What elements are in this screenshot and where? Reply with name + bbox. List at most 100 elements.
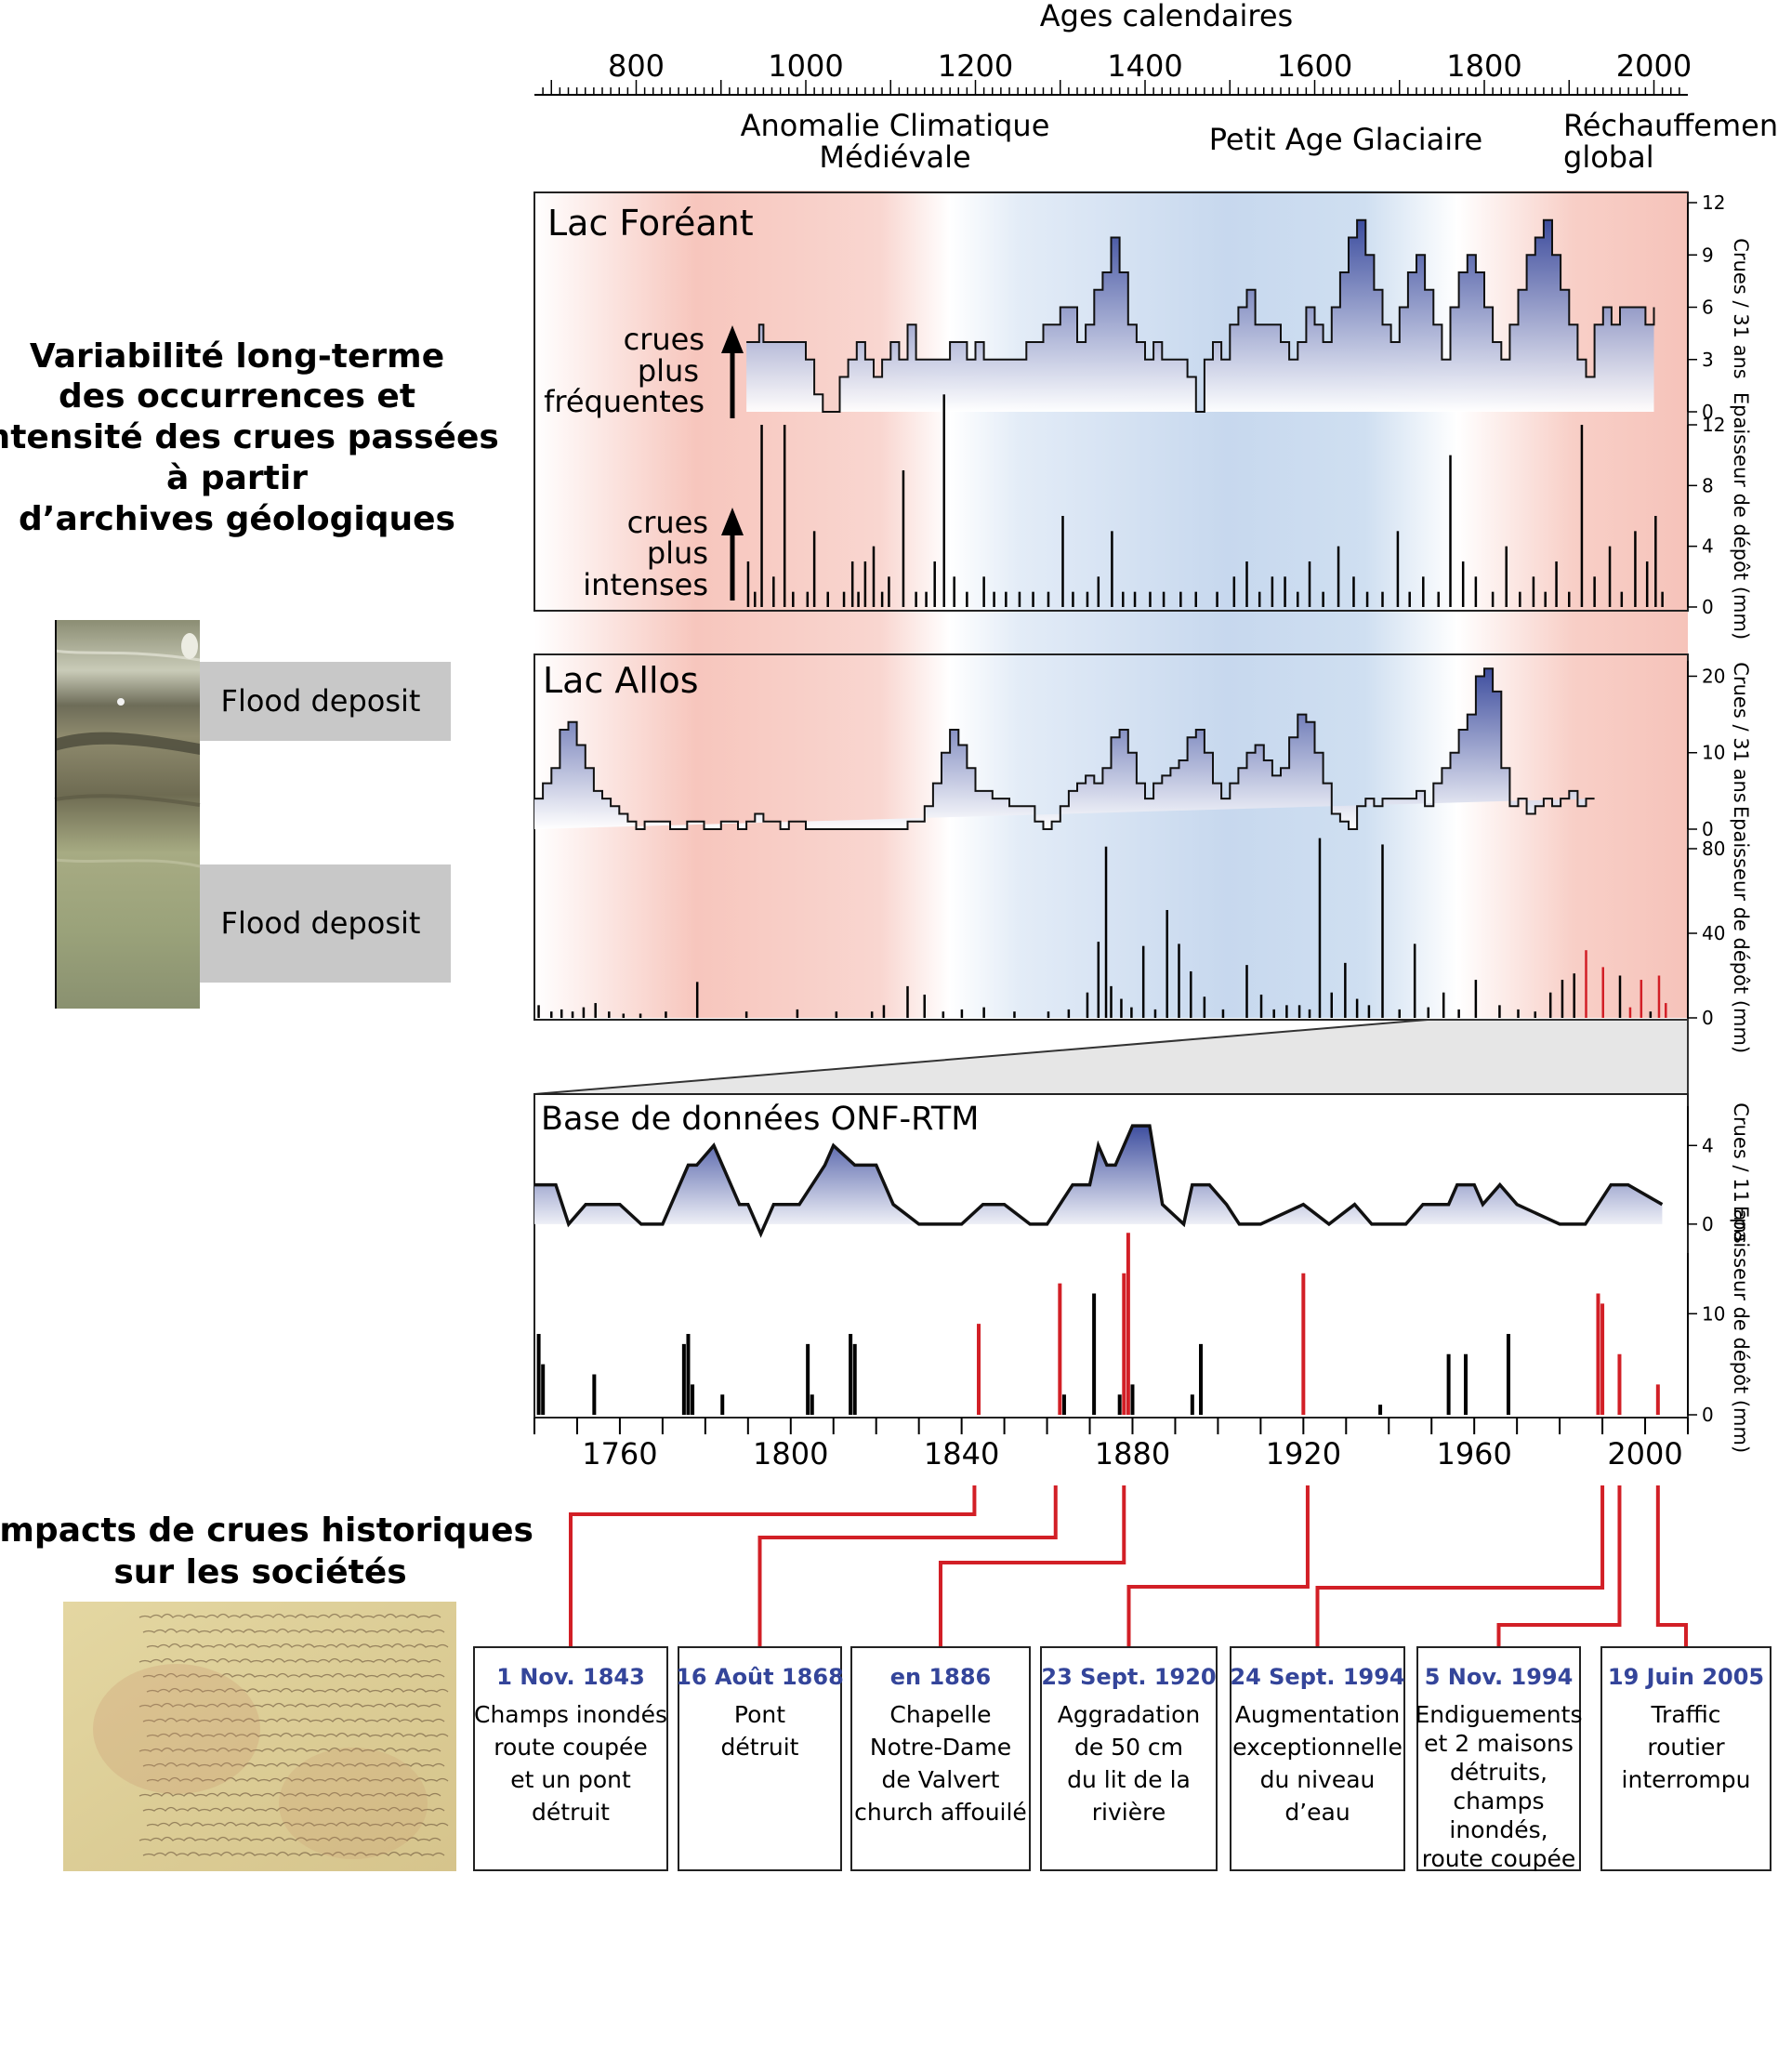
frequency-line [746, 218, 1655, 413]
deposit-bar [1398, 1009, 1401, 1018]
deposit-bar [1378, 1405, 1383, 1415]
right-axis-tick-label: 8 [1702, 474, 1714, 496]
handwriting-line [142, 1762, 445, 1767]
deposit-bar [1117, 1394, 1122, 1415]
panel-allos-frame [533, 653, 1689, 1021]
deposit-bar [1474, 576, 1478, 607]
deposit-bar [1104, 846, 1108, 1018]
handwriting-line [138, 1791, 441, 1797]
period-pag: Petit Age Glaciaire [1209, 122, 1482, 157]
deposit-bar [792, 591, 795, 607]
deposit-bar [691, 1384, 695, 1415]
bottom-axis-tick-label: 1920 [1266, 1436, 1341, 1472]
right-axis-tick-label: 0 [1702, 1213, 1714, 1235]
deposit-bar [1381, 844, 1384, 1018]
ylabel-onf-freq: Crues / 11 ans [1730, 1102, 1752, 1243]
flood-label-1: Flood deposit [221, 683, 421, 719]
sediment-core-image [54, 620, 201, 1009]
deposit-bar [1061, 1394, 1066, 1415]
deposit-bar [783, 425, 786, 607]
right-axis-tick-label: 0 [1702, 1404, 1714, 1426]
deposit-bar [1092, 1293, 1097, 1415]
deposit-bar [1072, 591, 1074, 607]
event-text-line: inondés, [1449, 1816, 1548, 1843]
deposit-bar [882, 1005, 886, 1018]
deposit-bar [888, 576, 890, 607]
annotation-intense-line2: plus [647, 535, 708, 571]
event-text-line: du niveau [1260, 1766, 1376, 1793]
deposit-bar [1178, 944, 1180, 1018]
event-text-line: détruits, [1450, 1759, 1548, 1786]
event-text-line: routier [1647, 1734, 1725, 1761]
handwriting-line [138, 1836, 441, 1841]
period-labels: Anomalie Climatique Médiévale Petit Age … [741, 108, 1778, 175]
event-connector-line [569, 1485, 977, 1647]
deposit-bar [923, 994, 926, 1018]
deposit-bar [1308, 1009, 1311, 1018]
impacts-title-line1: Impacts de crues historiques [0, 1511, 533, 1550]
deposit-bar [1555, 561, 1558, 607]
event-connectors [569, 1485, 1688, 1647]
deposit-bar [1149, 591, 1152, 607]
deposit-bar [1654, 516, 1657, 607]
deposit-bar [953, 576, 955, 607]
deposit-bar [796, 1009, 799, 1018]
deposit-bar [1427, 1007, 1430, 1018]
top-axis-tick-label: 1000 [768, 48, 843, 84]
historical-flood-bar [1301, 1273, 1306, 1415]
handwriting-line [142, 1717, 445, 1722]
ylabel-allos-freq: Crues / 31 ans [1730, 662, 1752, 802]
deposit-bar [537, 1005, 540, 1018]
allos-thickness-series [537, 838, 1667, 1018]
deposit-bar [812, 531, 816, 607]
handwriting-line [146, 1643, 449, 1648]
deposit-bar [1463, 1353, 1468, 1415]
deposit-bar [582, 1007, 586, 1018]
right-axis-tick-label: 0 [1702, 596, 1714, 618]
deposit-bar [1408, 591, 1411, 607]
bottom-axis-tick-label: 1880 [1095, 1436, 1170, 1472]
left-title-line3: intensité des crues passées [0, 418, 499, 456]
deposit-bar [1561, 980, 1564, 1018]
deposit-bar [1005, 591, 1008, 607]
deposit-bar [1018, 591, 1021, 607]
impacts-title-line2: sur les sociétés [113, 1553, 406, 1591]
historical-flood-bar [1596, 1293, 1600, 1415]
deposit-bar [1506, 1334, 1510, 1415]
historical-flood-bar [1600, 1303, 1605, 1415]
onf-frequency-series [534, 1124, 1664, 1238]
event-date: 24 Sept. 1994 [1230, 1664, 1404, 1690]
top-axis-title: Ages calendaires [1040, 0, 1293, 33]
deposit-bar [681, 1343, 686, 1415]
historical-flood-bar [1058, 1283, 1062, 1415]
deposit-bar [1381, 591, 1384, 607]
deposit-bar [1194, 591, 1197, 607]
deposit-bar [857, 591, 860, 607]
event-text-line: détruit [532, 1799, 610, 1826]
right-axis-tick-label: 0 [1702, 1007, 1714, 1029]
deposit-bar [744, 1011, 748, 1018]
deposit-bar [1111, 531, 1113, 607]
deposit-bar [880, 591, 884, 607]
deposit-bar [1061, 516, 1064, 607]
handwriting-line [146, 1821, 449, 1827]
frequency-area-fill [746, 219, 1654, 412]
deposit-bar [1318, 838, 1322, 1018]
deposit-bar [1120, 998, 1123, 1018]
event-box [1230, 1646, 1405, 1871]
ylabel-foreant-thick: Epaisseur de dépôt (mm) [1730, 392, 1752, 640]
event-text-line: du lit de la [1067, 1766, 1191, 1793]
deposit-bar [536, 1334, 541, 1415]
deposit-bar [906, 985, 909, 1018]
annotation-intense-line1: crues [627, 505, 708, 540]
event-text-line: Chapelle [889, 1701, 991, 1728]
event-text-line: Aggradation [1058, 1701, 1201, 1728]
deposit-bar [1548, 992, 1552, 1018]
deposit-bar [1067, 1009, 1071, 1018]
deposit-bar [720, 1394, 725, 1415]
right-axis-tick-label: 80 [1702, 838, 1725, 860]
panel-onf-frame [533, 1093, 1689, 1419]
event-date: 19 Juin 2005 [1608, 1664, 1764, 1690]
deposit-bar [1461, 561, 1465, 607]
